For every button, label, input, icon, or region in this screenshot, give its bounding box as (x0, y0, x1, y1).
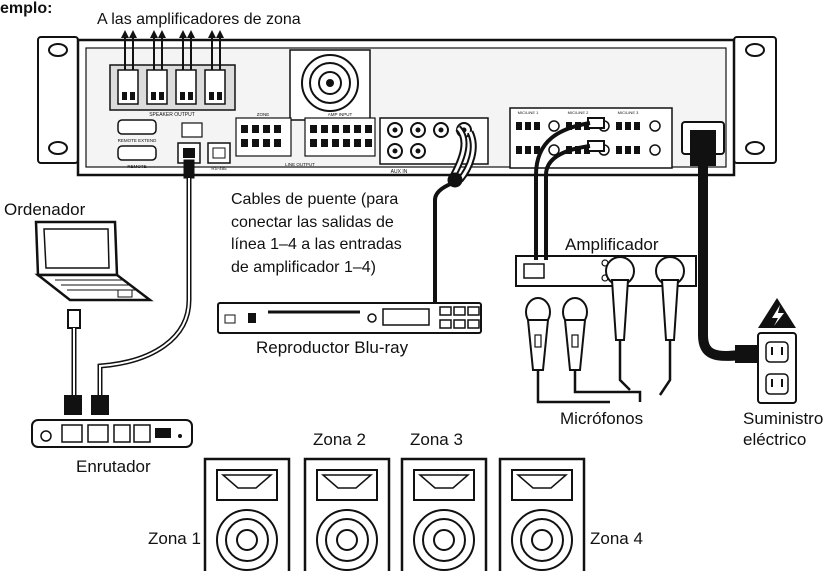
microphones-label: Micrófonos (560, 409, 644, 428)
panel-speaker-output-text: SPEAKER OUTPUT (149, 112, 195, 118)
rack-unit-icon: SPEAKER OUTPUT REMOTE EXTEND REMOTE RS-4… (37, 30, 777, 177)
router-label: Enrutador (76, 457, 151, 476)
bridge-cables-label: Cables de puente (para conectar las sali… (231, 189, 431, 279)
bridge-cables-line-1: Cables de puente (para (231, 191, 399, 208)
zone-1-label: Zona 1 (148, 529, 201, 548)
zone-amps-label: A las amplificadores de zona (97, 11, 301, 28)
zone-4-label: Zona 4 (590, 529, 643, 548)
panel-line-output-text: LINE OUTPUT (285, 162, 315, 167)
panel-mic-line-1-text: MIC/LINE 1 (518, 110, 539, 115)
panel-zone-text: ZONE (257, 112, 270, 117)
bluray-player-icon (217, 180, 482, 334)
amplifier-icon (515, 121, 697, 287)
high-voltage-icon (758, 298, 796, 328)
speaker-icon (203, 457, 586, 571)
power-cable-icon (690, 140, 757, 363)
amplifier-label: Amplificador (565, 235, 659, 254)
microphone-icon (525, 279, 680, 404)
zone-3-label: Zona 3 (410, 430, 463, 449)
power-label-line-2: eléctrico (743, 430, 807, 449)
panel-mic-line-2-text: MIC/LINE 2 (568, 110, 589, 115)
bridge-cable-icon (447, 125, 477, 188)
panel-mic-line-3-text: MIC/LINE 3 (618, 110, 639, 115)
computer-label: Ordenador (4, 200, 86, 219)
panel-remote-text: REMOTE (127, 164, 146, 169)
bridge-cables-line-4: de amplificador 1–4) (231, 258, 376, 276)
panel-remote-extend-text: REMOTE EXTEND (118, 138, 158, 143)
bluray-label: Reproductor Blu-ray (256, 338, 409, 357)
power-label: Suministro eléctrico (743, 408, 823, 450)
panel-amp-input-text: AMP INPUT (328, 112, 353, 117)
ethernet-cable-icon (97, 159, 195, 398)
header-label: emplo: (0, 0, 53, 17)
router-icon (31, 395, 193, 448)
panel-rs485-text: RS-485 (211, 166, 227, 171)
power-outlet-icon (757, 332, 797, 404)
panel-aux-in-text: AUX IN (391, 169, 408, 175)
zone-2-label: Zona 2 (313, 430, 366, 449)
bridge-cables-line-2: conectar las salidas de (231, 213, 394, 231)
bridge-cables-line-3: línea 1–4 a las entradas (231, 236, 402, 253)
power-label-line-1: Suministro (743, 409, 824, 428)
computer-icon (34, 220, 154, 398)
